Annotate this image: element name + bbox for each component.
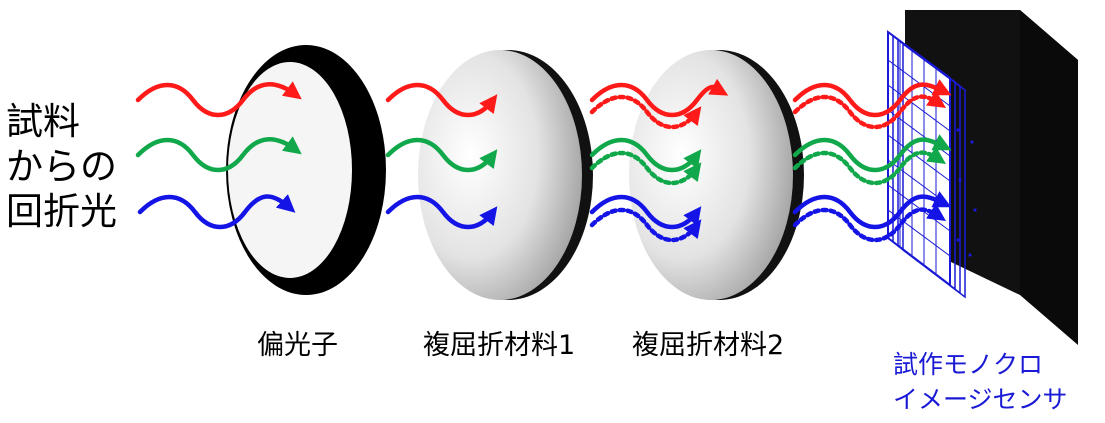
source-label-line3: 回折光 <box>6 190 117 233</box>
red-wave-in <box>135 81 302 118</box>
image-sensor <box>887 10 1078 345</box>
sensor-label-line2: イメージセンサ <box>893 385 1068 414</box>
birefringent-material-1 <box>418 50 593 300</box>
birefringent1-label: 複屈折材料1 <box>423 330 576 361</box>
polarizer-label: 偏光子 <box>257 330 338 361</box>
birefringent2-label: 複屈折材料2 <box>632 330 785 361</box>
split-light-waves-2 <box>792 79 952 243</box>
split-light-waves-1 <box>589 78 729 243</box>
source-label-line1: 試料 <box>6 100 80 143</box>
polarized-light-waves <box>385 82 498 230</box>
source-label-line2: からの <box>6 145 117 188</box>
sensor-label-line1: 試作モノクロ <box>893 350 1044 379</box>
incident-light-waves <box>135 81 302 230</box>
green-wave-in <box>135 136 302 173</box>
polarizer <box>226 45 386 295</box>
blue-wave-in <box>137 194 296 230</box>
